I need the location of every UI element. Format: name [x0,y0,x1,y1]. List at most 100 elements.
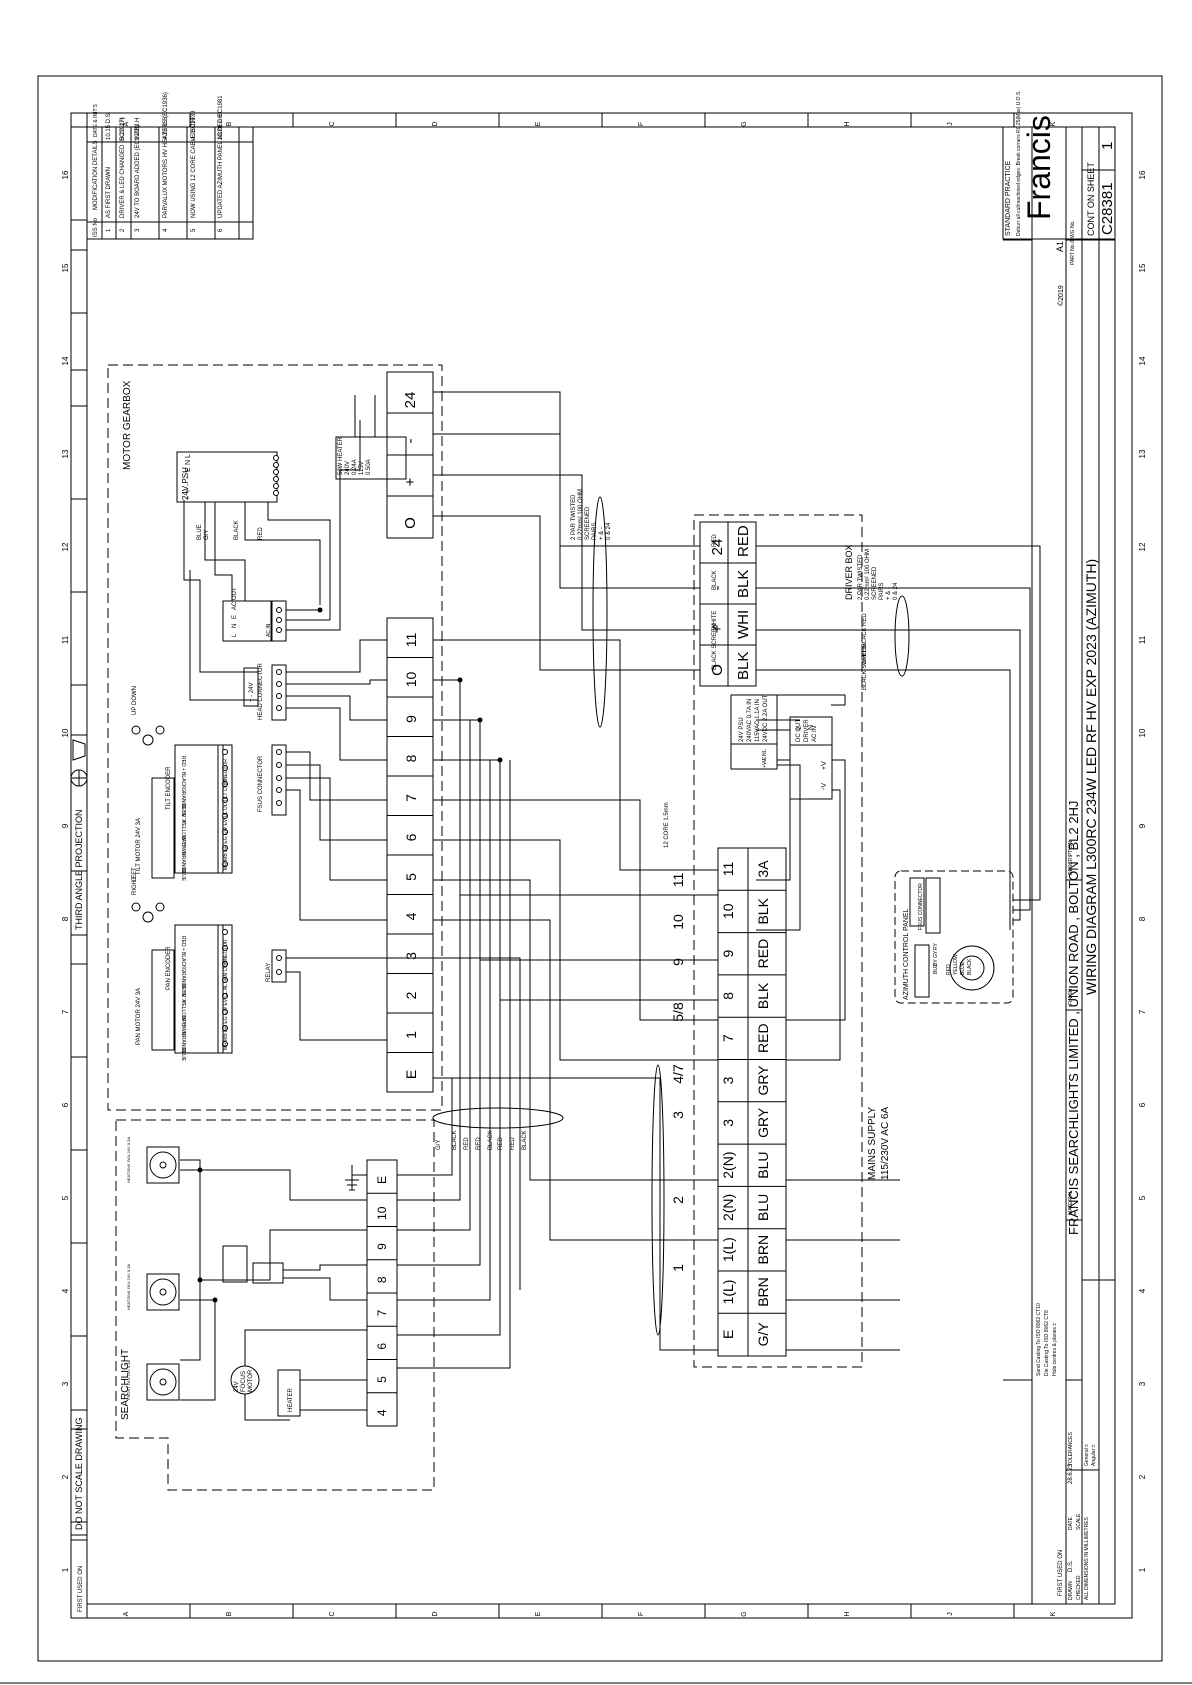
pair-note: PAIRS [592,522,598,540]
driver-bottom-terminal: 8 [720,992,736,1000]
tilt-wire: ORANGE [180,852,186,874]
fan-label: HEATSINK FAN 24V 0.3A [126,1137,131,1183]
finish-label: FINISH [1068,988,1074,1005]
azimuth-wire: BLACK [967,958,973,975]
grid-row-label-bottom: G [741,1611,748,1616]
practice-note: Deburr all cut/machined edges. Break cor… [1016,90,1022,236]
grid-col-label-right: 6 [1138,1102,1147,1107]
tilt-motor-label: TILT MOTOR 24V 3A [136,818,142,875]
driver-bottom-colour: G/Y [755,1322,771,1347]
driver-bottom-colour: BLK [755,897,771,924]
heater-spec: 240V [345,461,351,475]
psu-wire: BLACK [234,520,240,540]
rev-date: 10.15 D.S. [106,111,112,140]
pan-wire: BLUE 'A' [180,984,186,1004]
azimuth-pin: BUZ [933,964,939,974]
relay-label: RELAY [266,963,272,982]
pair-note-2: 0.22mm² 100 OHM [865,549,871,600]
psu-pin: + [185,496,192,500]
pair-note-2: SCREENED [872,566,878,600]
ac-out: L [232,633,238,637]
rev-detail: UPDATED AZIMUTH PANEL ADDED EC1981 [218,95,224,218]
sheet-number: 1 [1099,142,1116,150]
searchlight-wire-label: BLACK [452,1130,458,1150]
driver-psu-pin: L [762,749,768,752]
terminal-main-label: 7 [403,794,419,802]
rev-detail: AS FIRST DRAWN [106,167,112,218]
psu-pin: E [185,467,192,472]
searchlight-heater [277,1369,301,1417]
focus-label: 24V [234,1381,240,1392]
driver-terminal-label: - [709,586,726,591]
terminal-main-label: 10 [403,672,419,688]
driver-bottom-terminal: 3 [720,1076,736,1084]
tilt-down: DOWN [132,686,138,705]
mains-supply: MAINS SUPPLY [867,1107,878,1180]
dc-driver-pin: N [808,725,815,730]
angular-tol: Angular ± [1091,1444,1097,1466]
pan-motor-label: PAN MOTOR 24V 3A [136,988,142,1045]
grid-row-label-bottom: D [432,1611,439,1616]
hole-centres-note: Hole centres & planes ± [1052,1323,1058,1376]
grid-col-label-right: 8 [1138,916,1147,921]
grid-col-label-left: 15 [61,263,70,272]
dc-driver [789,716,833,800]
heater-spec: 58W HEATER [338,436,344,475]
pair-note: 0.22mm² 100 OHM [578,489,584,540]
driver-bottom-colour: GRY [755,1107,771,1138]
driver-bottom-colour: 3A [755,860,771,878]
grid-row-label-top: E [535,121,542,126]
azimuth-title: AZIMUTH CONTROL PANEL [903,908,910,1000]
grid-col-label-right: 13 [1138,449,1147,458]
azimuth-wire: RED [946,964,952,975]
grid-col-label-left: 1 [61,1567,70,1572]
terminal-main-label: 6 [403,833,419,841]
rev-detail: NOW USING 12 CORE CABLE EC1939 [191,110,197,218]
tilt-connector [217,744,233,874]
rev-header: MODIFICATION DETAILS [93,141,99,210]
azimuth-wire: BLUE [960,961,966,975]
driver-psu-pin: +V [762,761,768,768]
grid-col-label-left: 3 [61,1381,70,1386]
driver-terminal-colour: BLK [735,570,752,598]
grid-row-label-bottom: H [844,1611,851,1616]
die-casting-note: Die Casting To ISO 8062 CT8 [1044,1310,1050,1376]
searchlight-terminal-label: 7 [375,1309,389,1316]
driver-bottom-colour: BLU [755,1151,771,1178]
gearbox-psu [176,451,278,503]
pan-wire: ORANGE [180,1032,186,1054]
tilt-encoder-label: TILT ENCODER [166,766,172,810]
grid-col-label-left: 4 [61,1288,70,1293]
driver-bottom-terminal: 11 [720,862,736,877]
heater-spec: 0.24A [352,459,358,475]
gearbox-heater [335,436,407,480]
driver-bottom-terminal: 3 [720,1119,736,1127]
grid-col-label-left: 12 [61,542,70,551]
driver-wire-red: RED [712,534,718,547]
logo: Francis [1021,115,1057,220]
grid-row-label-top: J [947,122,954,126]
driver-psu-label: 240VAC 0.7A IN [747,699,753,742]
driver-wire-black: BLACK [712,570,718,590]
pan-wire: ORANGE 5V [180,968,186,998]
driver-bottom-terminal: 2(N) [720,1194,736,1221]
grid-row-label-bottom: J [947,1612,954,1616]
pair-note: 0 & 24 [606,522,612,540]
terminal-top-label: + [402,477,419,486]
gearbox-title: MOTOR GEARBOX [122,380,133,470]
grid-row-label-top: D [432,121,439,126]
driver-out-screen: BLACK SCREEN [862,644,868,690]
title-block [1002,126,1116,1605]
pair-note-2: + & - [886,587,892,600]
terminal-main-label: E [403,1070,419,1079]
azimuth-wire: YELLOW [953,954,959,975]
rev-header: ISS No [93,217,99,237]
searchlight-terminal-label: 10 [375,1206,389,1220]
grid-col-label-left: 2 [61,1474,70,1479]
searchlight-wire-label: RED [510,1137,516,1150]
grid-row-label-top: G [741,121,748,126]
grid-col-label-right: 1 [1138,1567,1147,1572]
core-note: 12 CORE 1.5mm [664,802,670,848]
